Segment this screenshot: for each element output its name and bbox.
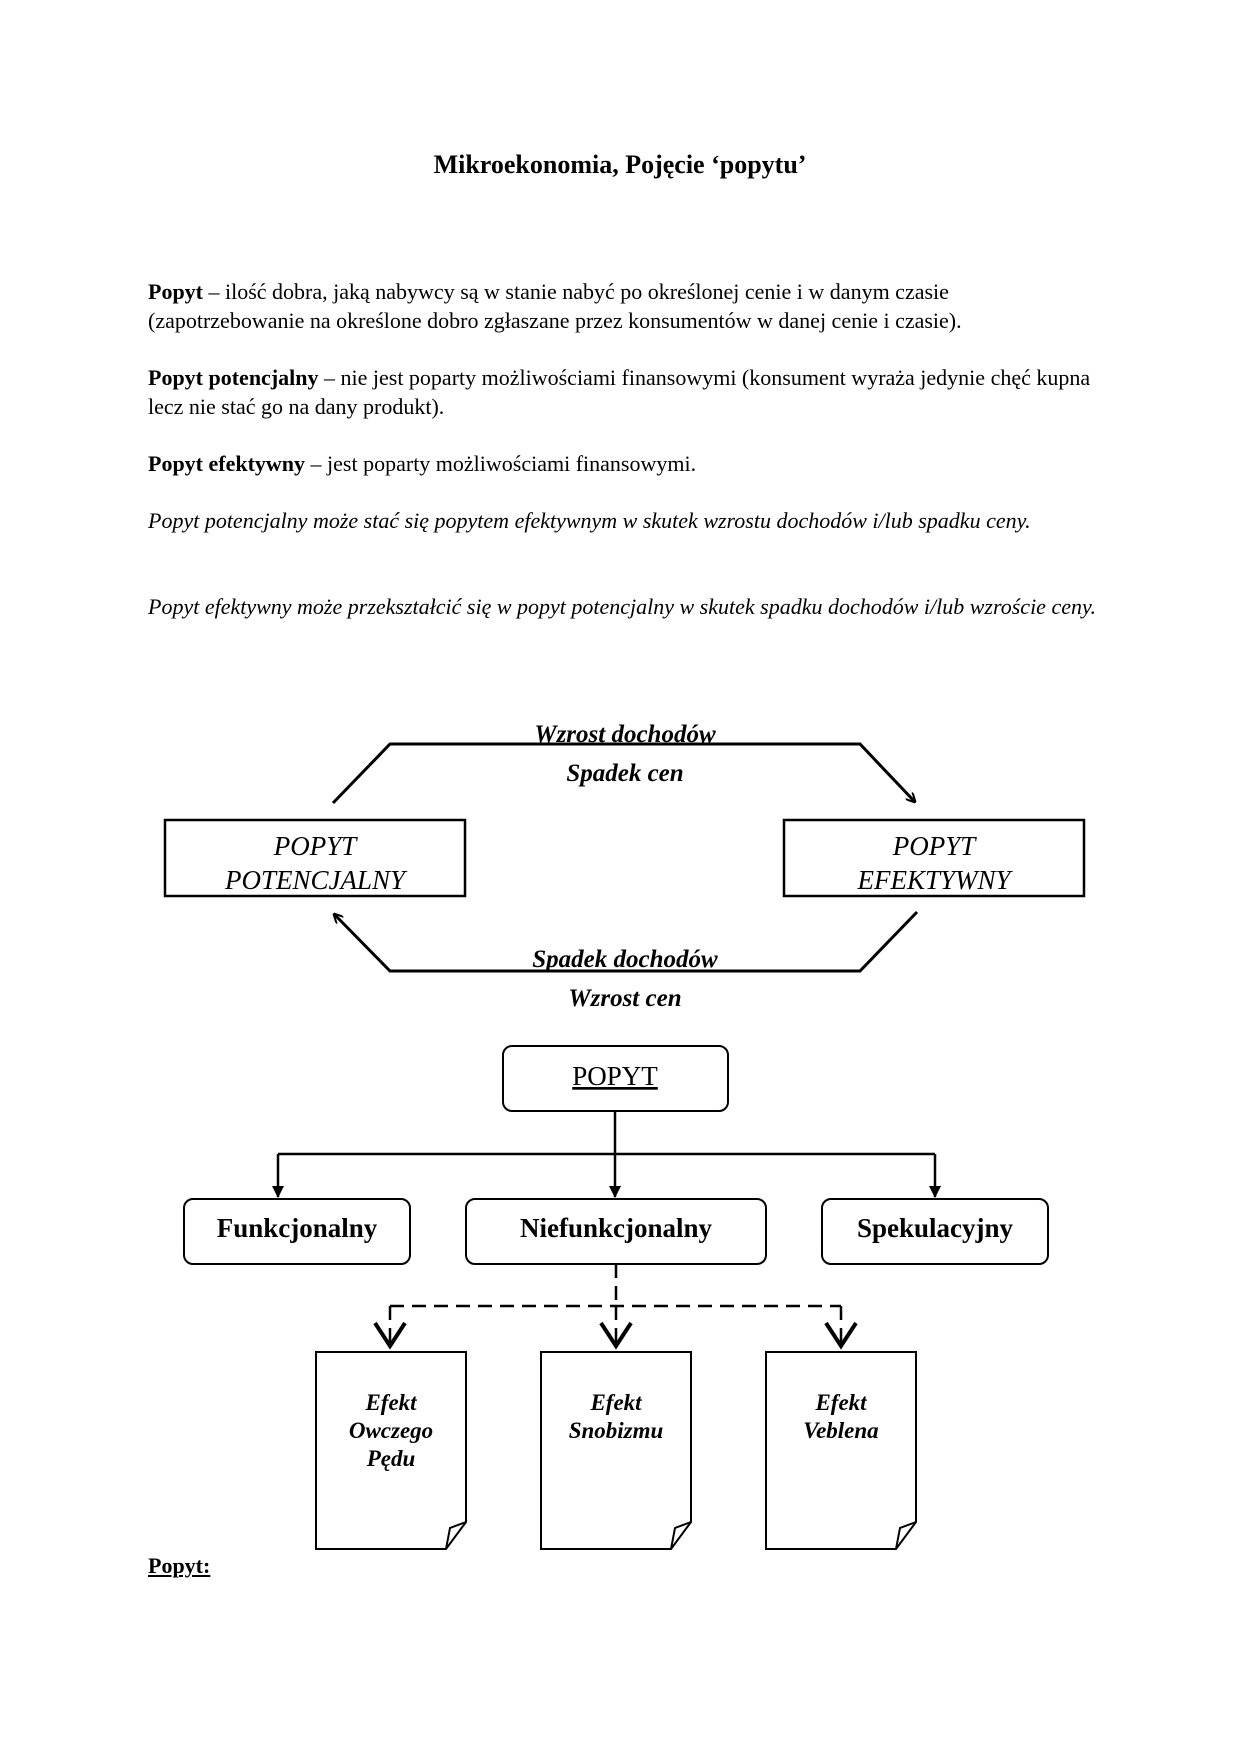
effect-doc-owczego-pedu xyxy=(315,1351,467,1550)
chevron-down-icon xyxy=(824,1321,858,1350)
effect-doc-owczego-pedu-fold xyxy=(445,1521,467,1550)
box-popyt-potencjalny-line2: POTENCJALNY xyxy=(224,865,408,895)
tree-root-label: POPYT xyxy=(572,1061,658,1091)
tree-child-label-spekulacyjny: Spekulacyjny xyxy=(857,1213,1014,1243)
page-title: Mikroekonomia, Pojęcie ‘popytu’ xyxy=(433,150,807,179)
effect-doc-snobizmu-fold xyxy=(670,1521,692,1550)
effect-label-snobizmu-1: Efekt xyxy=(589,1390,642,1415)
box-popyt-efektywny-line1: POPYT xyxy=(892,831,978,861)
effect-doc-veblena xyxy=(765,1351,917,1550)
effect-doc-snobizmu xyxy=(540,1351,692,1550)
note-potential-to-effective: Popyt potencjalny może stać się popytem … xyxy=(148,508,1031,533)
cycle-bottom-label-1: Spadek dochodów xyxy=(532,946,718,973)
definition-popyt: – ilość dobra, jaką nabywcy są w stanie … xyxy=(148,279,962,333)
cycle-bottom-label-2: Wzrost cen xyxy=(568,985,681,1012)
paragraph-popyt: Popyt – ilość dobra, jaką nabywcy są w s… xyxy=(148,277,1098,335)
tree-child-box-spekulacyjny xyxy=(821,1198,1049,1265)
term-popyt-efektywny: Popyt efektywny xyxy=(148,451,306,476)
tree-child-label-funkcjonalny: Funkcjonalny xyxy=(217,1213,378,1243)
cycle-top-label-1: Wzrost dochodów xyxy=(534,721,716,748)
effect-label-owczego-3: Pędu xyxy=(366,1446,416,1471)
tree-child-box-funkcjonalny xyxy=(183,1198,411,1265)
paragraph-popyt-potencjalny: Popyt potencjalny – nie jest poparty moż… xyxy=(148,363,1098,421)
box-popyt-potencjalny-line1: POPYT xyxy=(273,831,359,861)
box-popyt-efektywny xyxy=(782,818,1086,898)
effect-label-owczego-1: Efekt xyxy=(364,1390,417,1415)
cycle-top-label-2: Spadek cen xyxy=(566,760,683,787)
cycle-bottom-connector xyxy=(334,910,919,973)
effect-label-owczego-2: Owczego xyxy=(349,1418,433,1443)
definition-popyt-efektywny: – jest poparty możliwościami finansowymi… xyxy=(305,451,697,476)
box-popyt-potencjalny xyxy=(163,818,467,898)
definition-popyt-potencjalny: – nie jest poparty możliwościami finanso… xyxy=(148,365,1091,419)
effect-label-snobizmu-2: Snobizmu xyxy=(569,1418,664,1443)
term-popyt-potencjalny: Popyt potencjalny xyxy=(148,365,319,390)
section-heading-popyt: Popyt: xyxy=(148,1553,211,1578)
tree-child-label-niefunkcjonalny: Niefunkcjonalny xyxy=(520,1213,713,1243)
chevron-down-icon xyxy=(599,1321,633,1350)
cycle-top-connector xyxy=(331,742,915,803)
chevron-down-icon xyxy=(373,1321,407,1350)
paragraph-popyt-efektywny: Popyt efektywny – jest poparty możliwośc… xyxy=(148,449,1098,478)
effect-label-veblena-1: Efekt xyxy=(814,1390,867,1415)
effect-label-veblena-2: Veblena xyxy=(803,1418,878,1443)
note-effective-to-potential: Popyt efektywny może przekształcić się w… xyxy=(148,594,1097,619)
effect-doc-veblena-fold xyxy=(895,1521,917,1550)
term-popyt: Popyt xyxy=(148,279,203,304)
box-popyt-efektywny-line2: EFEKTYWNY xyxy=(856,865,1013,895)
